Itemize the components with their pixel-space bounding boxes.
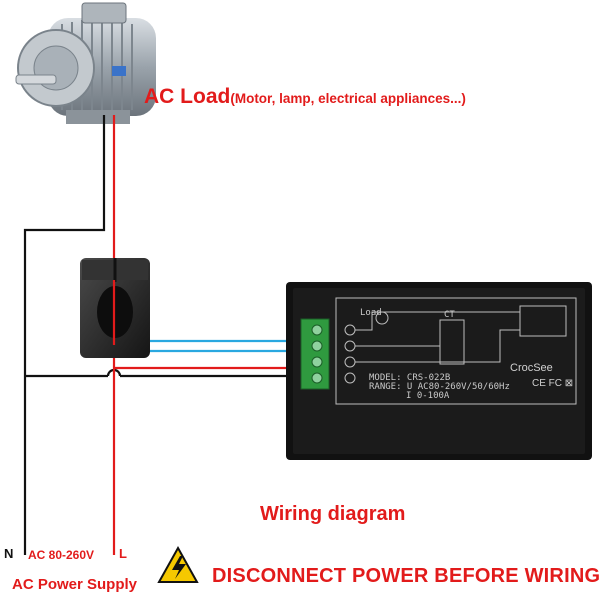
range-u-label: RANGE: U AC80-260V/50/60Hz [369,382,510,392]
power-supply-label: AC Power Supply [12,576,138,593]
ct-wires [145,339,300,353]
certification-marks: CE FC ⊠ [532,378,573,389]
current-transformer-clamp [80,258,150,358]
diagram-title: Wiring diagram [260,503,406,525]
neutral-wire [23,115,300,555]
power-meter-module: Load CT CrocSee CE FC ⊠ MODEL: CRS-022B … [286,282,592,460]
terminal-block [300,318,330,390]
range-i-label: I 0-100A [406,391,450,401]
live-label: L [119,546,127,561]
ac-load-description: (Motor, lamp, electrical appliances...) [230,91,466,106]
schematic-load-label: Load [360,308,382,318]
model-label: MODEL: CRS-022B [369,373,450,383]
schematic-ct-label: CT [444,310,455,320]
motor-icon [15,2,156,124]
ac-load-label: AC Load(Motor, lamp, electrical applianc… [144,85,466,109]
brand-label: CrocSee [510,362,553,374]
neutral-label: N [4,546,14,561]
warning-text: DISCONNECT POWER BEFORE WIRING [212,565,600,587]
voltage-range-label: AC 80-260V [28,548,95,562]
high-voltage-warning-icon [157,545,199,583]
ac-load-title: AC Load [144,85,231,108]
